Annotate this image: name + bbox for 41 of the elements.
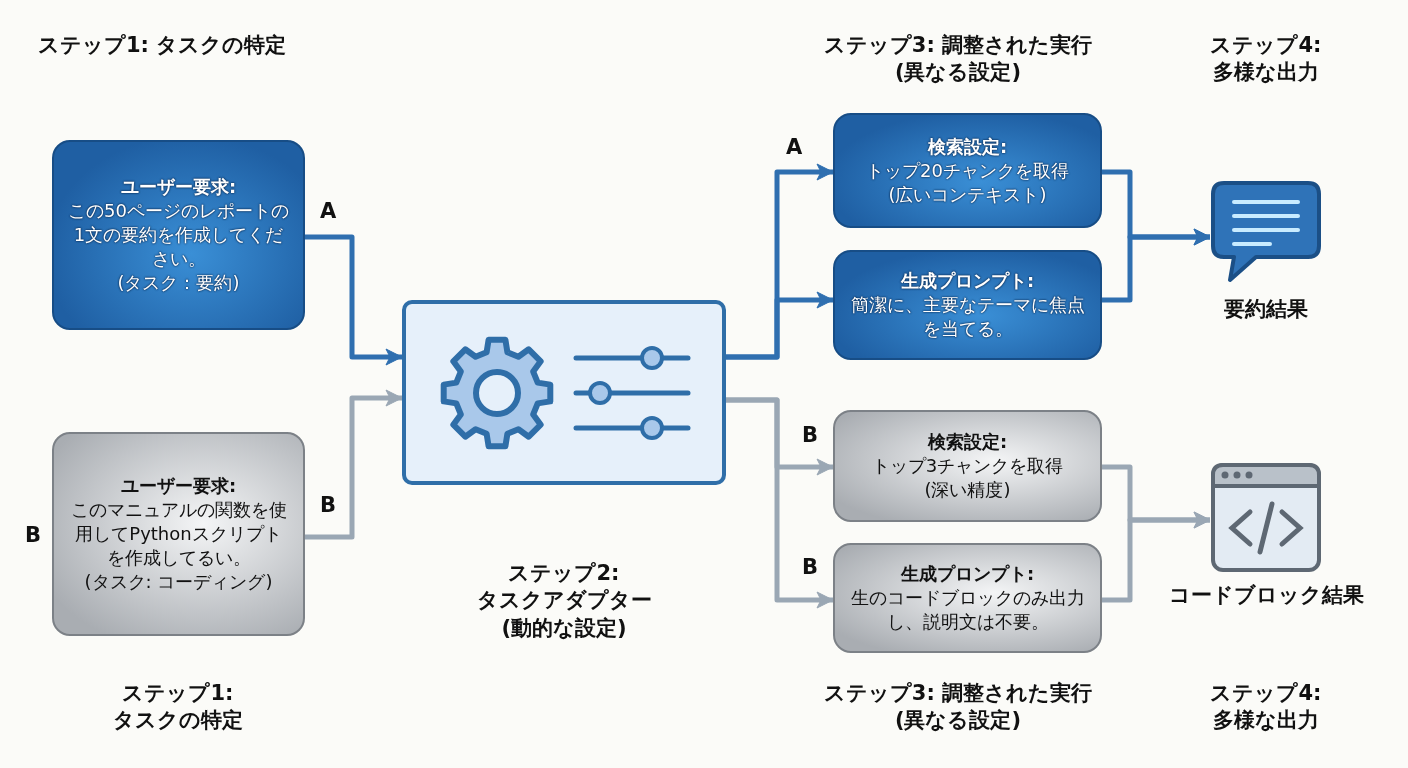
arrow bbox=[1102, 228, 1211, 303]
box-text: (タスク：要約) bbox=[117, 271, 240, 295]
node-label: 要約結果 bbox=[1223, 296, 1309, 323]
arrow bbox=[305, 389, 403, 540]
step-label: ステップ4: 多様な出力 bbox=[1209, 32, 1323, 87]
box-text: トップ3チャンクを取得 bbox=[871, 454, 1064, 478]
box-heading: ユーザー要求: bbox=[120, 474, 237, 498]
box-heading: 生成プロンプト: bbox=[900, 562, 1035, 586]
setting-box bbox=[833, 410, 1102, 522]
box-text: このマニュアルの関数を使用してPythonスクリプトを作成してるい。 bbox=[69, 498, 288, 570]
step-label: ステップ4: 多様な出力 bbox=[1209, 680, 1323, 735]
step-label: ステップ1: タスクの特定 bbox=[112, 680, 244, 735]
box-text: この50ページのレポートの1文の要約を作成してください。 bbox=[68, 199, 289, 271]
speech-bubble-icon bbox=[1210, 180, 1322, 285]
arrow bbox=[1102, 511, 1211, 603]
box-heading: 生成プロンプト: bbox=[900, 269, 1035, 293]
step-label: ステップ1: タスクの特定 bbox=[38, 32, 288, 59]
arrow bbox=[305, 234, 403, 366]
box-text: (深い精度) bbox=[924, 478, 1011, 502]
setting-box bbox=[833, 543, 1102, 653]
arrow bbox=[726, 291, 834, 360]
box-heading: 検索設定: bbox=[927, 430, 1008, 454]
setting-box bbox=[833, 113, 1102, 228]
box-text: (タスク: コーディング) bbox=[84, 570, 273, 594]
request-box bbox=[52, 432, 305, 636]
box-heading: 検索設定: bbox=[927, 134, 1008, 159]
arrow bbox=[726, 397, 834, 609]
box-text: 生のコードブロックのみ出力し、説明文は不要。 bbox=[849, 586, 1086, 634]
step-label: ステップ3: 調整された実行 (異なる設定) bbox=[822, 680, 1094, 735]
box-text: (広いコンテキスト) bbox=[888, 182, 1047, 207]
adapter-panel bbox=[402, 300, 726, 485]
step-label: B bbox=[24, 522, 42, 549]
step-label: ステップ3: 調整された実行 (異なる設定) bbox=[822, 32, 1094, 87]
box-heading: ユーザー要求: bbox=[120, 175, 237, 199]
node-label: コードブロック結果 bbox=[1167, 582, 1365, 609]
box-text: 簡潔に、主要なテーマに焦点を当てる。 bbox=[849, 293, 1086, 341]
box-text: トップ20チャンクを取得 bbox=[866, 158, 1069, 183]
request-box bbox=[52, 140, 305, 330]
code-window-icon bbox=[1210, 462, 1322, 573]
node-label: ステップ2: タスクアダプター (動的な設定) bbox=[475, 560, 653, 642]
setting-box bbox=[833, 250, 1102, 360]
